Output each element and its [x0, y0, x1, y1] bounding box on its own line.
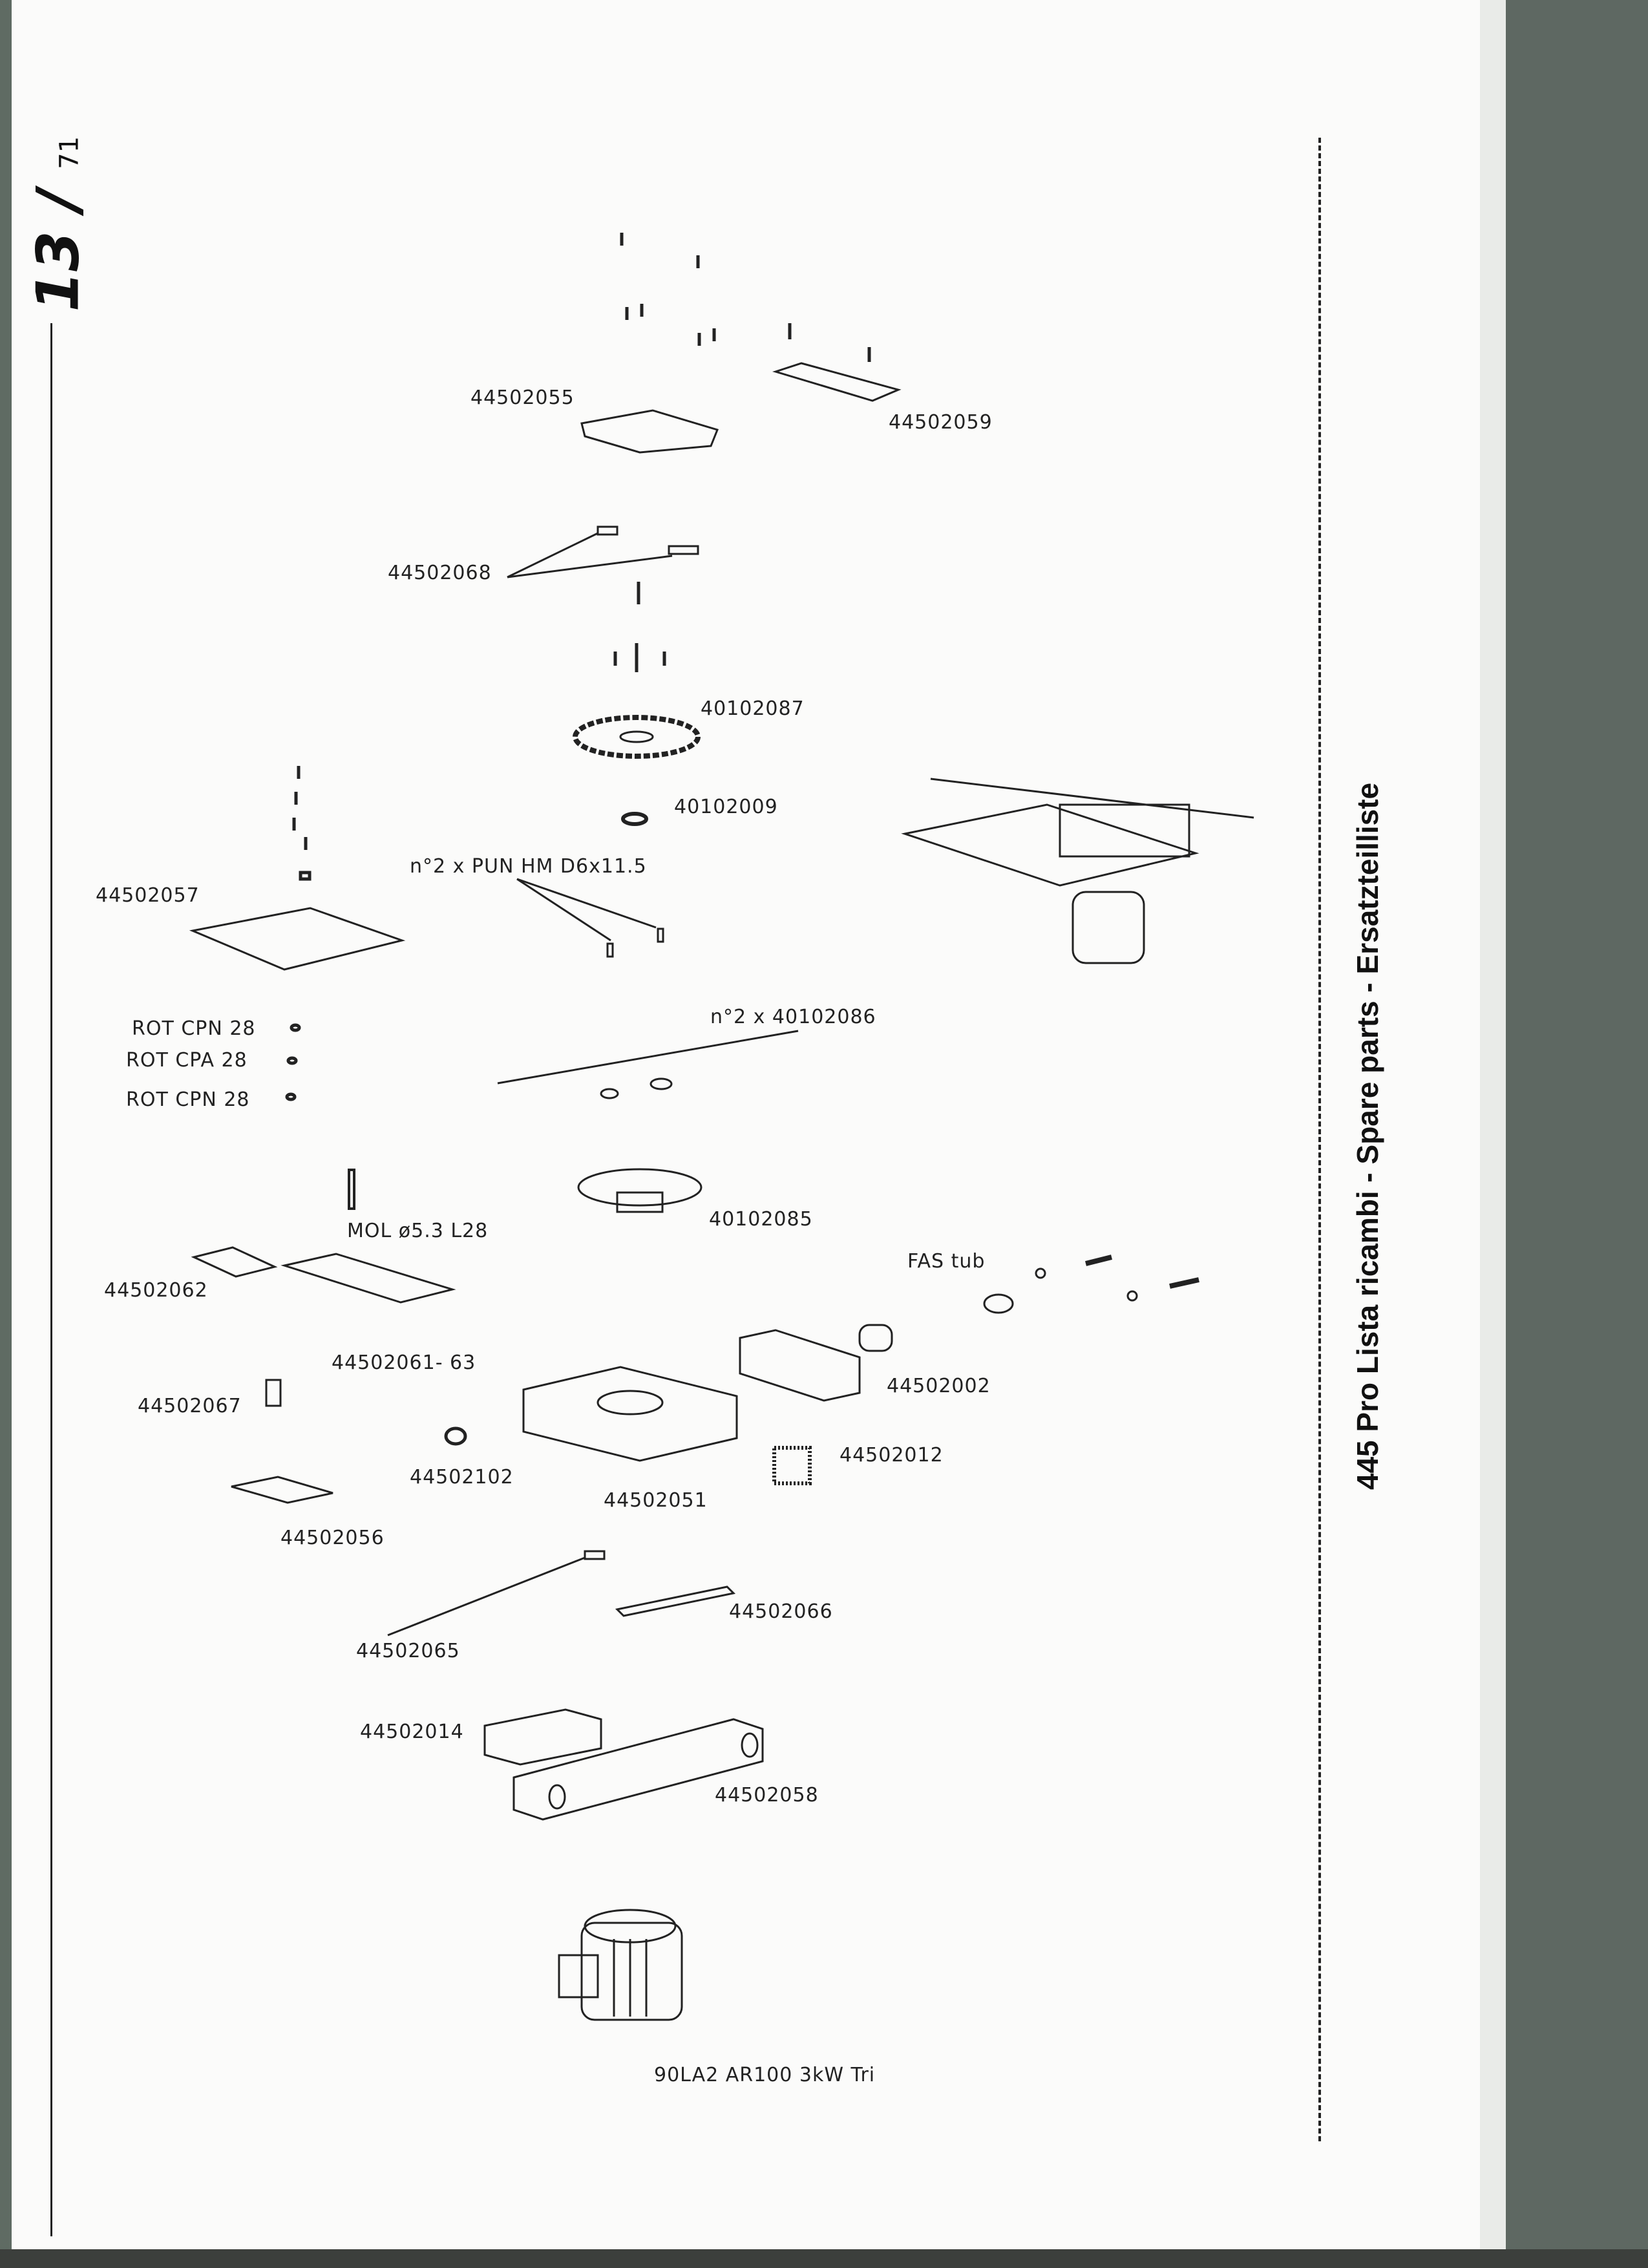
motor-icon: [558, 1909, 683, 2021]
label-fas-tub: FAS tub: [907, 1250, 986, 1273]
label-40102009: 40102009: [674, 796, 778, 818]
label-rot-cpa: ROT CPA 28: [126, 1049, 248, 1072]
part-44502102: [444, 1426, 467, 1446]
label-rot-cpn-1: ROT CPN 28: [132, 1017, 256, 1040]
assembly-overview-icon: [901, 778, 1254, 964]
part-44502061: [280, 1253, 456, 1304]
part-40102009: [621, 812, 648, 826]
part-fas-tub: [983, 1255, 1199, 1314]
label-40102086: n°2 x 40102086: [710, 1006, 876, 1028]
label-44502051: 44502051: [604, 1489, 708, 1512]
mid-screws: [613, 582, 666, 672]
part-mol-spring: [348, 1169, 355, 1210]
label-44502102: 44502102: [410, 1466, 514, 1489]
label-44502056: 44502056: [280, 1527, 385, 1549]
part-40102087-sprocket: [573, 715, 701, 759]
part-44502066: [615, 1585, 736, 1617]
label-44502057: 44502057: [96, 884, 200, 907]
label-44502012: 44502012: [840, 1444, 944, 1467]
dashed-rule: [1318, 138, 1321, 2141]
label-44502058: 44502058: [715, 1784, 819, 1807]
part-44502014: [483, 1708, 602, 1766]
part-44502057: [189, 907, 406, 971]
part-44502012: [772, 1446, 812, 1485]
label-44502061-63: 44502061- 63: [332, 1351, 476, 1374]
part-40102085: [577, 1168, 703, 1213]
rot-washers: [285, 1023, 301, 1101]
label-44502065: 44502065: [356, 1640, 460, 1662]
part-44502056: [231, 1476, 333, 1504]
label-44502059: 44502059: [889, 411, 993, 434]
scan-left-edge: [0, 0, 12, 2268]
label-40102085: 40102085: [709, 1208, 813, 1231]
label-44502055: 44502055: [470, 387, 575, 409]
label-mol: MOL ø5.3 L28: [347, 1220, 489, 1242]
label-44502067: 44502067: [138, 1395, 242, 1417]
part-44502051-housing: [522, 1366, 738, 1462]
part-44502068: [507, 525, 699, 578]
page-stack-edge: [1480, 0, 1509, 2268]
part-44502062: [191, 1246, 278, 1278]
label-40102087: 40102087: [701, 697, 805, 720]
label-44502062: 44502062: [104, 1279, 208, 1302]
label-motor: 90LA2 AR100 3kW Tri: [654, 2064, 876, 2086]
scan-bottom-edge: [0, 2249, 1648, 2268]
top-screws: [620, 233, 871, 362]
label-pun: n°2 x PUN HM D6x11.5: [410, 855, 647, 878]
sprocket-hub: [619, 730, 654, 743]
part-44502059: [772, 362, 902, 402]
left-rule: [50, 323, 52, 2236]
label-44502066: 44502066: [729, 1600, 833, 1623]
label-rot-cpn-2: ROT CPN 28: [126, 1088, 250, 1111]
part-40102086: [497, 1030, 799, 1099]
pun-pins: [516, 878, 664, 958]
part-44502055: [580, 409, 719, 454]
part-44502067: [265, 1379, 282, 1407]
label-44502014: 44502014: [360, 1721, 464, 1743]
scan-right-edge: [1506, 0, 1648, 2268]
part-44502065: [387, 1550, 606, 1637]
label-44502068: 44502068: [388, 562, 492, 584]
left-screws: [292, 766, 312, 881]
label-44502002: 44502002: [887, 1375, 991, 1397]
part-44502002: [739, 1324, 893, 1402]
part-44502058: [512, 1718, 764, 1821]
